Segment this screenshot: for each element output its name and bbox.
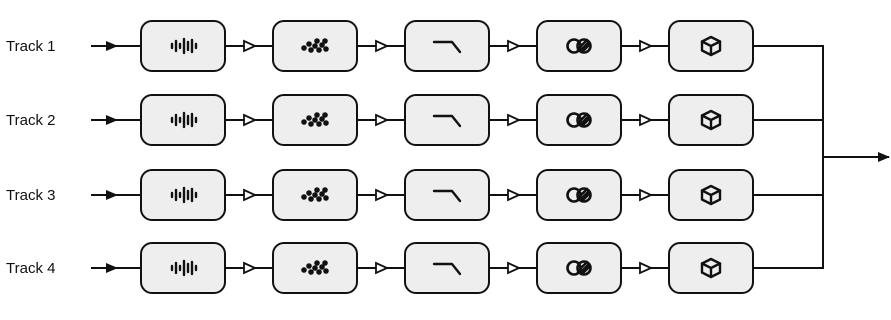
waveform-icon [170, 186, 198, 204]
module-box[interactable] [536, 94, 622, 146]
connector-arrow [507, 113, 522, 127]
connector-arrow [375, 113, 390, 127]
connector-arrow [507, 39, 522, 53]
input-arrow [106, 190, 118, 200]
module-box[interactable] [404, 242, 490, 294]
track-row: Track 3 [6, 169, 823, 221]
input-arrow [106, 263, 118, 273]
track-label: Track 2 [6, 112, 55, 129]
connector-arrow [639, 113, 654, 127]
track-label: Track 4 [6, 260, 55, 277]
module-box[interactable] [536, 20, 622, 72]
track-row: Track 1 [6, 20, 823, 72]
connector-arrow [243, 39, 258, 53]
module-box[interactable] [404, 169, 490, 221]
connector-arrow [243, 188, 258, 202]
connector-arrow [375, 261, 390, 275]
waveform-icon [170, 111, 198, 129]
connector-arrow [639, 188, 654, 202]
connector-arrow [375, 188, 390, 202]
waveform-icon [170, 259, 198, 277]
connector-arrow [375, 39, 390, 53]
input-arrow [106, 41, 118, 51]
connector-arrow [507, 261, 522, 275]
connector-arrow [639, 39, 654, 53]
module-box[interactable] [536, 242, 622, 294]
connector-arrow [507, 188, 522, 202]
input-arrow [106, 115, 118, 125]
connector-arrow [639, 261, 654, 275]
connector-arrow [243, 113, 258, 127]
waveform-icon [170, 37, 198, 55]
module-box[interactable] [404, 20, 490, 72]
track-row: Track 4 [6, 242, 823, 294]
module-box[interactable] [404, 94, 490, 146]
track-label: Track 1 [6, 38, 55, 55]
master-output-arrow [878, 152, 890, 162]
connector-arrow [243, 261, 258, 275]
track-label: Track 3 [6, 187, 55, 204]
module-box[interactable] [536, 169, 622, 221]
track-row: Track 2 [6, 94, 823, 146]
